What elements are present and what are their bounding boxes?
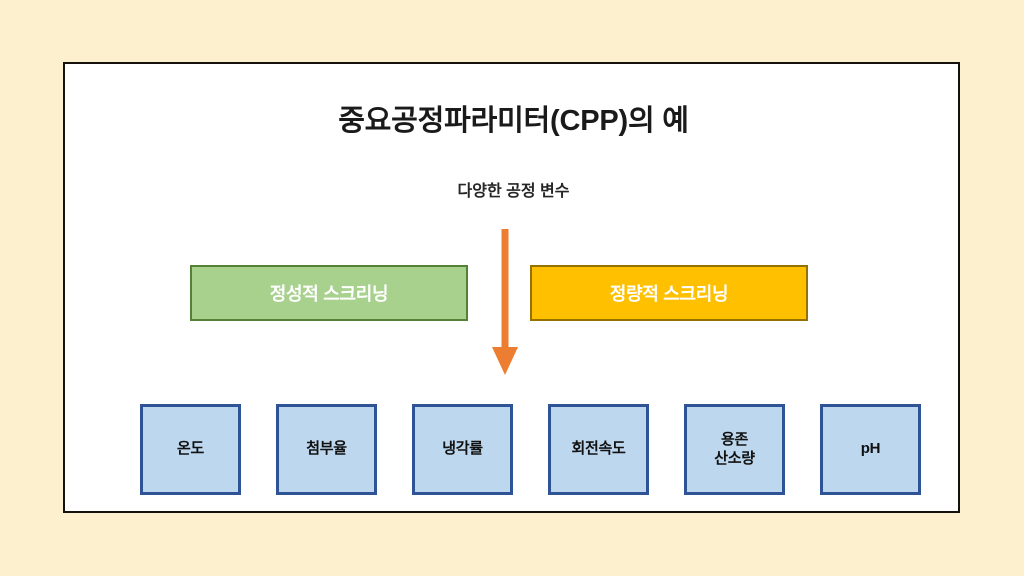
- parameter-label: 첨부율: [306, 440, 347, 458]
- qualitative-screening-box[interactable]: 정성적 스크리닝: [190, 265, 468, 321]
- parameter-label: 냉각률: [442, 440, 483, 458]
- parameter-label: pH: [860, 440, 881, 458]
- page-title: 중요공정파라미터(CPP)의 예: [338, 105, 689, 137]
- parameter-box-rotation-speed[interactable]: 회전속도: [548, 404, 649, 495]
- parameter-box-additive-rate[interactable]: 첨부율: [276, 404, 377, 495]
- parameter-box-temperature[interactable]: 온도: [140, 404, 241, 495]
- screening-row: 정성적 스크리닝 정량적 스크리닝: [65, 265, 962, 321]
- parameter-label: 회전속도: [571, 440, 626, 458]
- parameter-box-dissolved-oxygen[interactable]: 용존 산소량: [684, 404, 785, 495]
- parameter-row: 온도 첨부율 냉각률 회전속도 용존 산소량: [65, 404, 962, 496]
- parameter-label: 온도: [176, 440, 204, 458]
- qualitative-screening-label: 정성적 스크리닝: [269, 284, 389, 304]
- quantitative-screening-box[interactable]: 정량적 스크리닝: [530, 265, 808, 321]
- slide-card: 중요공정파라미터(CPP)의 예 다양한 공정 변수 정성적 스크리닝 정량적 …: [63, 62, 960, 513]
- quantitative-screening-label: 정량적 스크리닝: [609, 284, 729, 304]
- parameter-box-ph[interactable]: pH: [820, 404, 921, 495]
- parameter-box-cooling-rate[interactable]: 냉각률: [412, 404, 513, 495]
- subtitle-label: 다양한 공정 변수: [457, 183, 570, 200]
- parameter-label: 용존 산소량: [714, 430, 755, 467]
